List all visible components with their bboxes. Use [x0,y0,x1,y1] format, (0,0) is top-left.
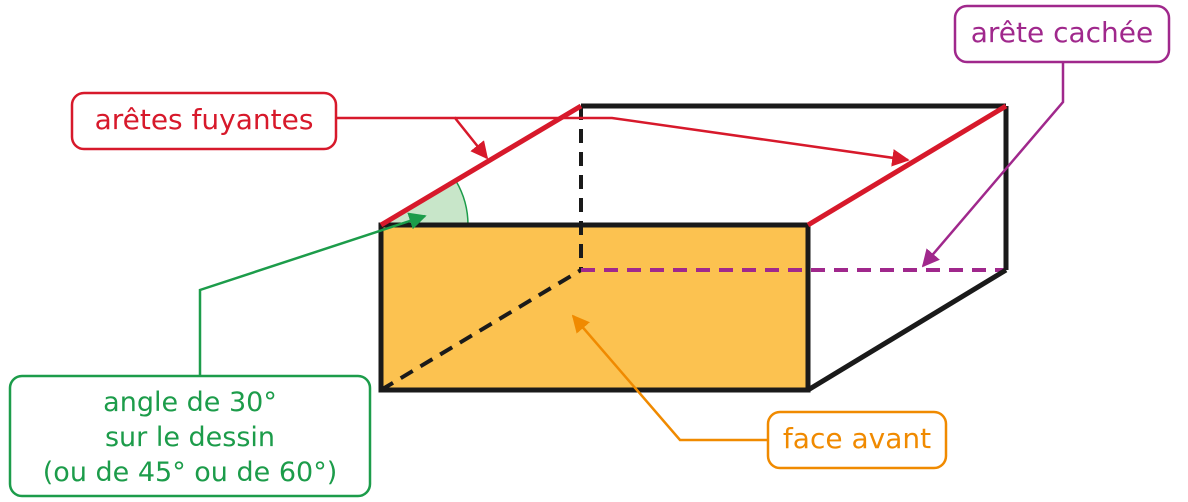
front-face-pointer [571,314,768,442]
angle-text-line2: sur le dessin [105,422,275,453]
receding-edges-pointer-right [455,116,910,167]
label-angle: angle de 30° sur le dessin (ou de 45° ou… [8,374,372,498]
label-receding-edges: arêtes fuyantes [70,91,338,151]
receding-edge-left [379,103,583,228]
front-face [378,222,811,393]
front-face-text: face avant [783,422,931,455]
bottom-right-receding-edge [806,267,1008,393]
label-hidden-edge: arête cachée [953,4,1171,64]
receding-edge-right [806,103,1008,228]
angle-text-line1: angle de 30° [103,387,277,418]
label-front-face: face avant [766,410,948,470]
receding-edges-pointer-left [336,116,489,160]
hidden-edge-diagonal [379,268,583,392]
hidden-edge-text: arête cachée [971,16,1154,49]
hidden-edge-pointer [921,62,1065,268]
angle-pointer [198,212,427,376]
receding-edges-text: arêtes fuyantes [95,103,314,136]
angle-text-line3: (ou de 45° ou de 60°) [43,457,337,488]
